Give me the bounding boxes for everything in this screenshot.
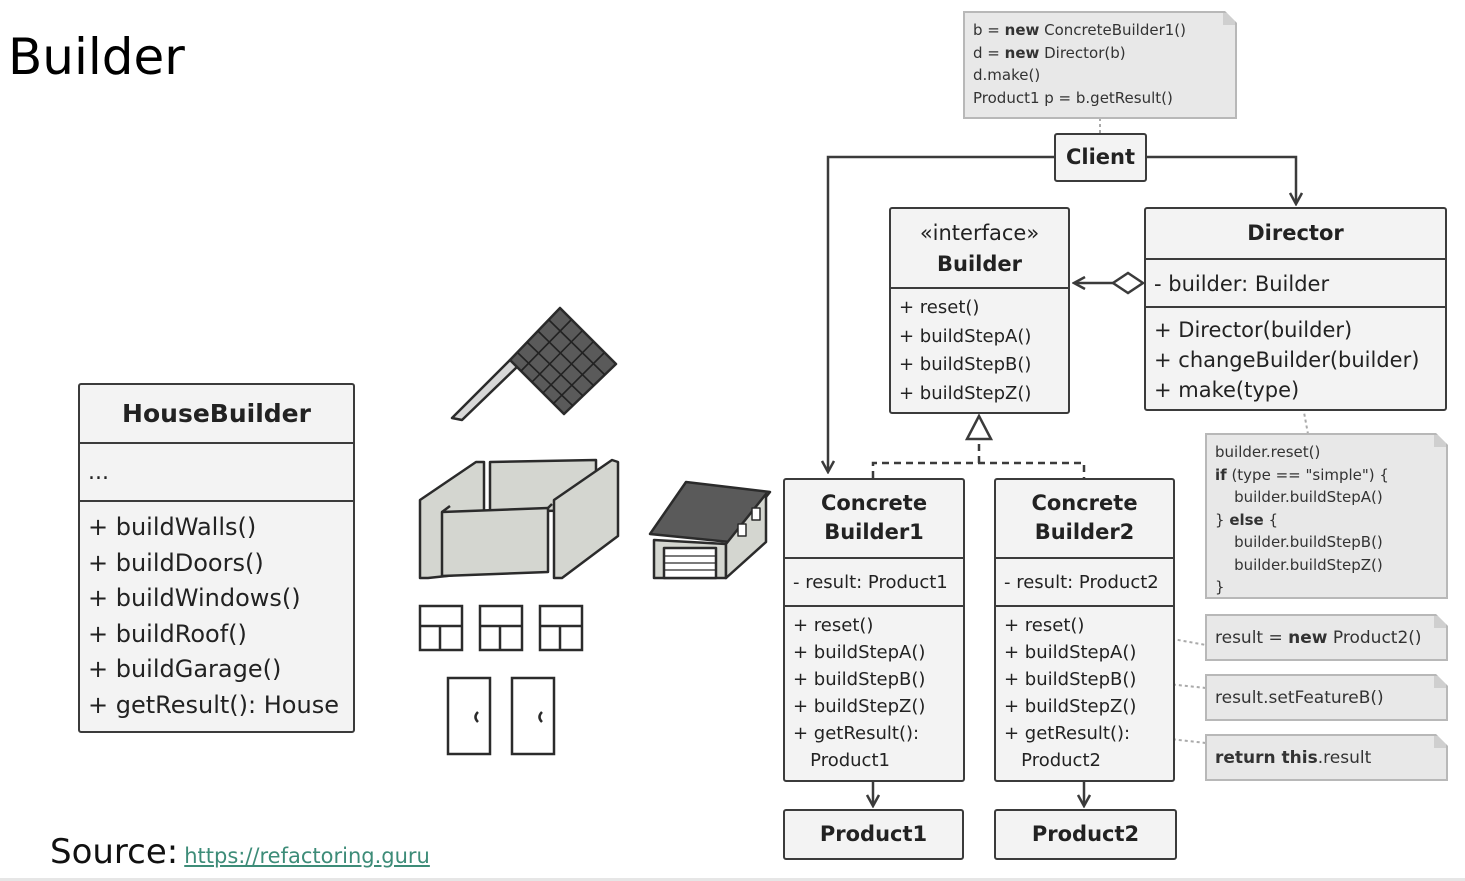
aggregation-diamond [1110, 271, 1146, 295]
method-item: + buildStepA() [1004, 642, 1137, 663]
concrete-builder2-class: Concrete Builder2 - result: Product2 + r… [994, 478, 1175, 782]
method-item: + buildStepZ() [1004, 696, 1137, 717]
concrete2-field: - result: Product2 [996, 557, 1173, 605]
source-label: Source: [50, 832, 179, 872]
note-line: builder.reset() [1215, 443, 1321, 461]
method-item: Product2 [1004, 750, 1101, 771]
note-line: } else { [1215, 510, 1279, 529]
method-item: + buildStepB() [793, 669, 926, 690]
client-class: Client [1054, 133, 1147, 182]
product2-class: Product2 [994, 809, 1177, 860]
housebuilder-fields: ... [80, 442, 353, 500]
director-field: - builder: Builder [1146, 258, 1445, 306]
builder-name: Builder [937, 252, 1022, 276]
page-title: Builder [8, 28, 185, 86]
concrete2-name-line2: Builder2 [1034, 520, 1135, 544]
method-item: + getResult(): [793, 723, 920, 744]
method-item: + Director(builder) [1154, 318, 1353, 342]
method-item: + buildStepZ() [793, 696, 926, 717]
director-name: Director [1247, 221, 1344, 245]
source-link[interactable]: https://refactoring.guru [184, 844, 430, 868]
director-class: Director - builder: Builder + Director(b… [1144, 207, 1447, 411]
method-item: + reset() [1004, 615, 1085, 636]
note-line: d.make() [973, 66, 1041, 84]
method-item: + buildGarage() [88, 655, 282, 683]
method-item: + getResult(): [1004, 723, 1131, 744]
method-item: + changeBuilder(builder) [1154, 348, 1420, 372]
housebuilder-methods: + buildWalls() + buildDoors() + buildWin… [80, 500, 353, 727]
note-line: d = new Director(b) [973, 43, 1126, 62]
housebuilder-name: HouseBuilder [122, 399, 311, 428]
reset-note: result = new Product2() [1205, 614, 1448, 661]
method-item: + make(type) [1154, 378, 1300, 402]
note-line: builder.buildStepA() [1215, 488, 1383, 506]
concrete1-name-line2: Builder1 [824, 520, 924, 544]
note-line: } [1215, 578, 1225, 596]
director-note: builder.reset() if (type == "simple") { … [1205, 433, 1448, 599]
director-methods: + Director(builder) + changeBuilder(buil… [1146, 306, 1445, 409]
client-to-concrete1-arrow [828, 155, 1055, 472]
method-item: + getResult(): House [88, 690, 339, 719]
builder-interface: «interface» Builder + reset() + buildSte… [889, 207, 1070, 414]
concrete1-methods: + reset() + buildStepA() + buildStepB() … [785, 605, 963, 778]
method-item: + buildDoors() [88, 548, 264, 577]
realization-line [871, 461, 1086, 478]
note-line: b = new ConcreteBuilder1() [973, 21, 1187, 39]
method-item: + buildStepB() [899, 354, 1032, 375]
walls-illustration [418, 458, 620, 580]
client-note: b = new ConcreteBuilder1() d = new Direc… [963, 11, 1237, 119]
builder-methods: + reset() + buildStepA() + buildStepB() … [891, 287, 1068, 412]
builder-stereotype: «interface» [919, 221, 1040, 245]
method-item: + buildStepA() [793, 642, 926, 663]
source-attribution: Source:https://refactoring.guru [50, 832, 430, 872]
note-line: if (type == "simple") { [1215, 465, 1389, 484]
note-line: builder.buildStepZ() [1215, 555, 1383, 574]
garage-illustration [648, 480, 772, 580]
method-item: + reset() [899, 297, 980, 318]
method-item: Product1 [793, 750, 890, 771]
housebuilder-class: HouseBuilder ... + buildWalls() + buildD… [78, 383, 355, 733]
note-line: builder.buildStepB() [1215, 533, 1383, 551]
concrete2-name-line1: Concrete [1031, 491, 1138, 515]
roof-illustration [450, 306, 618, 422]
realization-triangle [964, 413, 994, 441]
bottom-divider [0, 878, 1465, 881]
result-note: return this.result [1205, 734, 1448, 781]
doors-illustration [446, 676, 556, 756]
concrete-builder1-class: Concrete Builder1 - result: Product1 + r… [783, 478, 965, 782]
note-line: Product1 p = b.getResult() [973, 88, 1173, 107]
concrete1-field: - result: Product1 [785, 557, 963, 605]
product1-class: Product1 [783, 809, 964, 860]
method-item: + buildRoof() [88, 619, 247, 648]
method-item: + buildStepB() [1004, 669, 1137, 690]
method-item: + reset() [793, 615, 874, 636]
method-item: + buildWindows() [88, 584, 301, 612]
windows-illustration [418, 604, 584, 652]
method-item: + buildWalls() [88, 513, 257, 541]
concrete1-name-line1: Concrete [820, 491, 928, 515]
method-item: + buildStepZ() [899, 382, 1032, 404]
concrete2-methods: + reset() + buildStepA() + buildStepB() … [996, 605, 1173, 778]
client-to-director-arrow [1146, 155, 1296, 204]
method-item: + buildStepA() [899, 325, 1032, 347]
stepb-note: result.setFeatureB() [1205, 674, 1448, 721]
